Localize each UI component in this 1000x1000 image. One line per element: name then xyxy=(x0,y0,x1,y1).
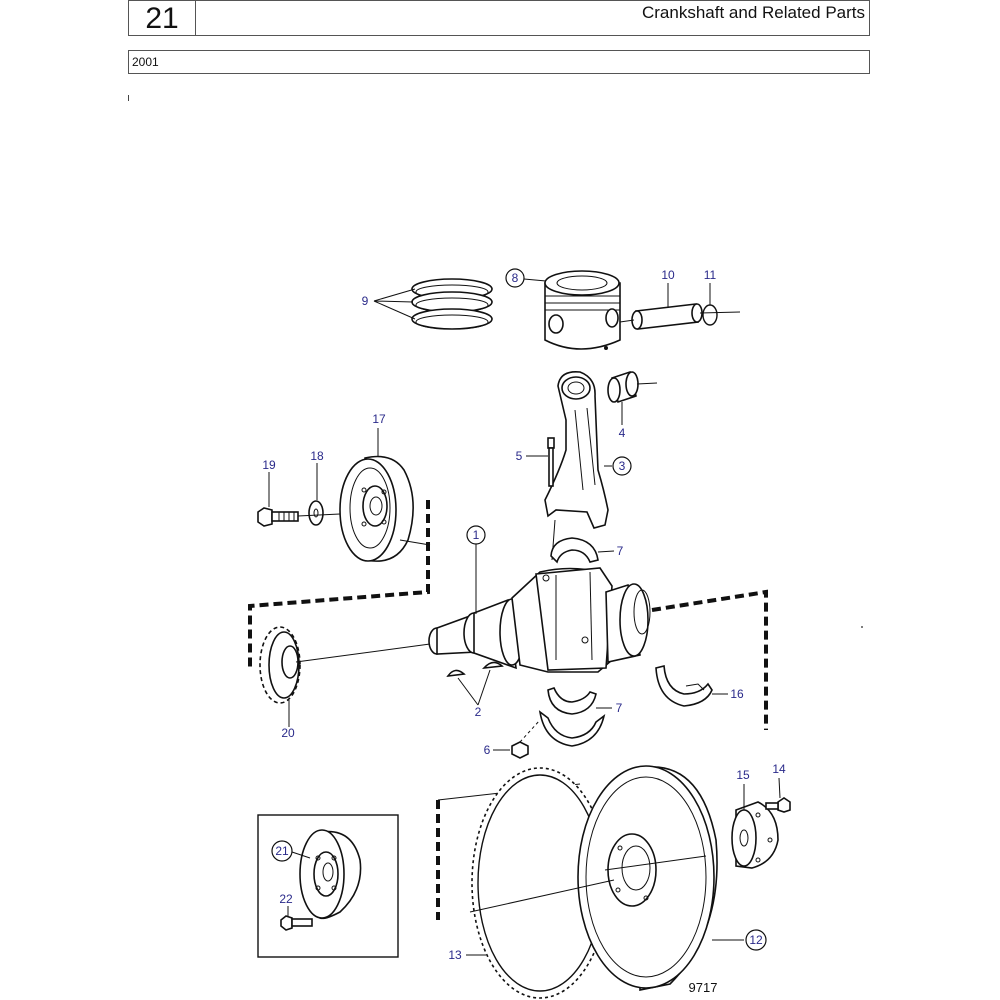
leader-21 xyxy=(291,851,311,859)
leader-7a xyxy=(597,550,615,553)
callout-20: 20 xyxy=(281,726,295,740)
svg-text:3: 3 xyxy=(619,459,626,473)
callout-5: 5 xyxy=(516,449,523,463)
callout-7-upper: 7 xyxy=(617,544,624,558)
leader-9b xyxy=(373,300,414,303)
ring-axis xyxy=(469,879,615,913)
flange-bolt[interactable] xyxy=(765,797,791,813)
piston-rings[interactable] xyxy=(411,278,493,330)
callout-22: 22 xyxy=(279,892,293,906)
flywheel[interactable] xyxy=(577,765,718,991)
drawing-number: 9717 xyxy=(689,980,718,995)
model-code: 2001 xyxy=(132,55,159,69)
callout-2: 2 xyxy=(475,705,482,719)
callout-3: 3 xyxy=(612,456,632,476)
callout-4: 4 xyxy=(619,426,626,440)
callout-6: 6 xyxy=(484,743,491,757)
crankshaft-pulley[interactable] xyxy=(339,455,414,562)
header-box: 21 Crankshaft and Related Parts xyxy=(128,0,870,36)
svg-text:1: 1 xyxy=(473,528,480,542)
bushing-axis xyxy=(636,382,658,385)
page-title: Crankshaft and Related Parts xyxy=(641,3,865,22)
pulley-washer[interactable] xyxy=(308,500,324,526)
main-bearing-shell[interactable] xyxy=(655,664,713,707)
callout-15: 15 xyxy=(736,768,750,782)
alternative-pulley[interactable] xyxy=(299,829,362,920)
piston-pin[interactable] xyxy=(631,303,703,330)
pin-axis-right xyxy=(699,311,741,314)
woodruff-keys[interactable] xyxy=(446,661,504,678)
small-end-bushing[interactable] xyxy=(607,370,639,404)
big-end-bearing-lower[interactable] xyxy=(547,687,597,715)
margin-tick xyxy=(128,95,129,101)
callout-18: 18 xyxy=(310,449,324,463)
leader-2a xyxy=(457,677,479,706)
alternative-pulley-inset xyxy=(257,814,399,958)
callout-17: 17 xyxy=(372,412,386,426)
callout-11: 11 xyxy=(704,268,717,282)
callout-13: 13 xyxy=(448,948,462,962)
circlip[interactable] xyxy=(702,304,718,326)
leader-2b xyxy=(477,669,491,706)
pulley-bolt[interactable] xyxy=(257,507,299,527)
callout-16: 16 xyxy=(730,687,744,701)
leader-14 xyxy=(778,777,781,799)
flywheel-flange[interactable] xyxy=(731,801,779,869)
callout-1: 1 xyxy=(466,525,486,545)
connecting-rod-cap[interactable] xyxy=(538,710,606,747)
piston[interactable] xyxy=(544,270,621,350)
subheader-box: 2001 xyxy=(128,50,870,74)
leader-9c xyxy=(373,300,416,320)
rod-nut[interactable] xyxy=(511,741,529,759)
section-number: 21 xyxy=(129,1,196,35)
svg-text:21: 21 xyxy=(275,844,289,858)
alternative-pulley-bolt[interactable] xyxy=(280,915,313,931)
crankshaft-gear[interactable] xyxy=(259,626,301,704)
svg-text:8: 8 xyxy=(512,271,519,285)
assembly-frame-left xyxy=(248,500,430,670)
rod-bolt[interactable] xyxy=(547,437,555,487)
svg-text:12: 12 xyxy=(749,933,763,947)
stray-mark xyxy=(861,626,863,628)
pulley-axis xyxy=(399,539,431,546)
big-end-bearing-upper[interactable] xyxy=(550,537,599,564)
leader-8 xyxy=(523,278,547,282)
bolt-axis xyxy=(297,513,341,517)
callout-9: 9 xyxy=(362,294,369,308)
callout-7-lower: 7 xyxy=(616,701,623,715)
callout-8: 8 xyxy=(505,268,525,288)
gear-axis xyxy=(295,643,431,663)
callout-12: 12 xyxy=(745,929,767,951)
crankshaft[interactable] xyxy=(428,567,651,673)
assembly-frame-right xyxy=(651,589,768,730)
nut-axis xyxy=(519,719,541,743)
callout-21: 21 xyxy=(271,840,293,862)
connecting-rod[interactable] xyxy=(544,370,609,529)
callout-14: 14 xyxy=(772,762,786,776)
flywheel-axis xyxy=(604,855,707,871)
callout-10: 10 xyxy=(661,268,675,282)
leader-9a xyxy=(373,288,416,302)
pin-axis-left xyxy=(619,319,635,323)
callout-19: 19 xyxy=(262,458,276,472)
